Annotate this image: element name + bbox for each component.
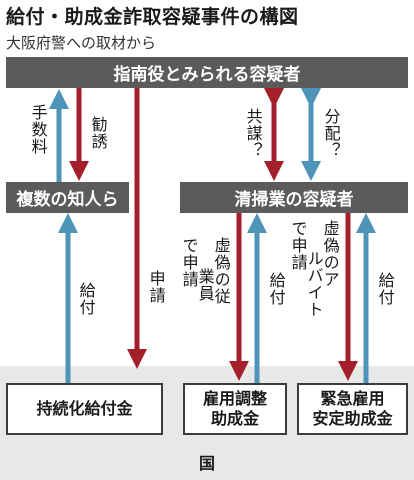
commission-label: 手数料 xyxy=(28,104,48,155)
distribution-label: 分配？ xyxy=(321,108,341,159)
koyou-chousei-line2: 助成金 xyxy=(210,409,259,428)
fake-part-time-col3: で申請 xyxy=(288,220,308,271)
benefit-label-koyou: 給付 xyxy=(266,272,286,306)
acquaintances-box: 複数の知人ら xyxy=(6,182,129,213)
apply-label-ringleader: 申請 xyxy=(146,270,166,304)
benefit-label-kinkyu: 給付 xyxy=(375,272,395,306)
fake-employee-col1: 虚偽の従 xyxy=(211,237,231,305)
conspiracy-label: 共謀？ xyxy=(243,108,263,159)
fake-part-time-col2: ルバイト xyxy=(304,250,324,318)
solicit-label: 勧誘 xyxy=(88,116,108,150)
ringleader-box: 指南役とみられる容疑者 xyxy=(6,57,408,88)
kinkyu-line2: 安定助成金 xyxy=(312,409,393,428)
page-title: 給付・助成金詐取容疑事件の構図 xyxy=(6,6,299,28)
cleaning-suspect-box: 清掃業の容疑者 xyxy=(180,182,408,213)
page-subtitle: 大阪府警への取材から xyxy=(6,34,157,52)
koyou-chousei-box: 雇用調整 助成金 xyxy=(183,383,287,435)
jizoku-label: 持続化給付金 xyxy=(36,399,133,418)
fake-employee-col2: 業員 xyxy=(195,268,215,302)
kinkyu-box: 緊急雇用 安定助成金 xyxy=(297,383,408,435)
country-label: 国 xyxy=(198,454,215,473)
fake-employee-col3: で申請 xyxy=(179,237,199,288)
benefit-label-acquaintances: 給付 xyxy=(76,282,96,316)
jizoku-box: 持続化給付金 xyxy=(6,383,163,435)
koyou-chousei-line1: 雇用調整 xyxy=(202,389,267,408)
fake-part-time-col1: 虚偽のア xyxy=(320,220,340,288)
kinkyu-line1: 緊急雇用 xyxy=(320,389,385,408)
